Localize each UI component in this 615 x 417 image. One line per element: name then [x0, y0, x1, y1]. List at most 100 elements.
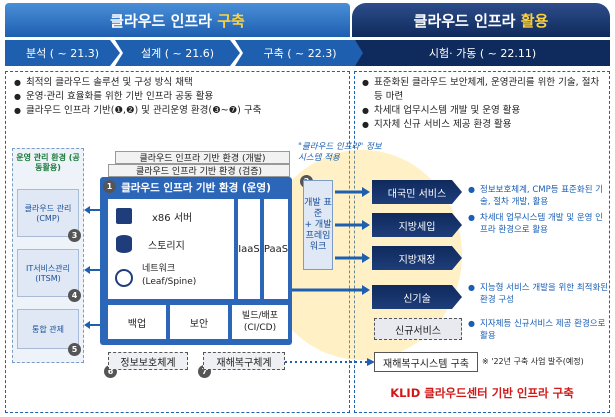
use-header-highlight: 활용 [520, 11, 549, 30]
server-row: x86 서버 [112, 205, 230, 227]
mgmt-title: 운영 관리 환경 (공동활용) [16, 153, 80, 172]
infra-dev-label: 클라우드 인프라 기반 환경 (개발) [139, 154, 266, 164]
footer-title: KLID 클라우드센터 기반 인프라 구축 [390, 386, 574, 400]
phase-test-label: 시험· 가동 ( ~ 22.11) [428, 47, 537, 60]
paas-label: PaaS [263, 243, 289, 255]
infra-ops: 1 클라우드 인프라 기반 환경 (운영) x86 서버 스토리지 네트워크 (… [100, 177, 292, 345]
service-finance: 지방재정 [372, 246, 462, 270]
dev-framework-label: 개발 표준 [304, 197, 332, 219]
security-label: 보안 [189, 318, 209, 330]
mgmt-monitoring: 통합 관제 [17, 309, 79, 349]
paas-box: PaaS [264, 199, 288, 299]
phase-build-label: 구축 ( ~ 22.3) [263, 47, 337, 60]
mgmt-cmp-label: 클라우드 관리 (CMP) [24, 204, 72, 223]
iaas-box: IaaS [238, 199, 260, 299]
dr-system-note: ※ '22년 구축 사업 발주(예정) [482, 357, 584, 366]
service-note: 차세대 업무시스템 개발 및 운영 인프라 환경으로 활용 [468, 212, 610, 236]
mgmt-panel: 운영 관리 환경 (공동활용) 클라우드 관리 (CMP) 3 IT서비스관리 … [12, 148, 84, 363]
info-system-note: "클라우드 인프라" 정보시스템 적용 [298, 142, 382, 163]
storage-label: 스토리지 [148, 241, 185, 252]
badge-3: 3 [68, 229, 81, 242]
build-bullet: 최적의 클라우드 솔루션 및 구성 방식 채택 [14, 76, 346, 90]
iaas-label: IaaS [238, 243, 260, 255]
arrowhead [367, 358, 375, 366]
network-row: 네트워크 (Leaf/Spine) [112, 261, 230, 295]
service-new-label: 신규서비스 [395, 325, 441, 337]
security-box: 보안 [170, 305, 228, 339]
service-new: 신규서비스 [374, 318, 462, 340]
dev-framework: 개발 표준 + 개발 프레임워크 [303, 180, 333, 270]
backup-label: 백업 [127, 318, 147, 330]
cicd-box: 빌드/배포 (CI/CD) [232, 305, 288, 339]
service-note: 지능형 서비스 개발을 위한 최적화된 환경 구성 [468, 282, 610, 306]
infra-test-label: 클라우드 인프라 기반 환경 (검증) [135, 167, 263, 177]
build-header-prefix: 클라우드 인프라 [110, 11, 212, 30]
service-newtech: 신기술 [372, 285, 462, 309]
network-icon [115, 269, 133, 287]
phase-analysis-label: 분석 ( ~ 21.3) [25, 47, 100, 60]
service-notes-new: 지자체등 신규서비스 제공 환경으로 활용 [468, 318, 610, 342]
arrowhead [84, 321, 90, 329]
phase-build: 구축 ( ~ 22.3) [235, 40, 365, 66]
use-bullet: 지자체 신규 서비스 제공 환경 활용 [362, 118, 606, 132]
arrowhead [362, 285, 370, 295]
service-tax: 지방세입 [372, 213, 462, 237]
phase-test: 시험· 가동 ( ~ 22.11) [355, 40, 610, 66]
service-tax-label: 지방세입 [398, 221, 436, 233]
mgmt-cmp: 클라우드 관리 (CMP) [17, 189, 79, 237]
backup-box: 백업 [108, 305, 166, 339]
use-bullet: 차세대 업무시스템 개발 및 운영 활용 [362, 104, 606, 118]
build-bullet: 운영·관리 효율화를 위한 기반 인프라 공동 활용 [14, 90, 346, 104]
storage-icon [116, 235, 132, 253]
phase-design-label: 설계 ( ~ 21.6) [140, 47, 215, 60]
service-notes: 정보보호체계, CMP등 표준화된 기술, 절차 개발, 활용 차세대 업무시스… [468, 184, 610, 236]
phase-analysis: 분석 ( ~ 21.3) [5, 40, 120, 66]
dev-framework-label2: + 개발 프레임워크 [304, 219, 332, 252]
dr-system-box: 재해복구시스템 구축 [374, 352, 478, 372]
phase-design: 설계 ( ~ 21.6) [115, 40, 240, 66]
infra-ops-title: 클라우드 인프라 기반 환경 (운영) [121, 181, 271, 194]
badge-1: 1 [103, 180, 116, 193]
info-security-label: 정보보호체계 [120, 357, 176, 369]
mgmt-itsm: IT서비스관리 (ITSM) [17, 249, 79, 297]
server-label: x86 서버 [152, 213, 193, 224]
arrowhead [362, 187, 370, 197]
dr-connector [285, 358, 375, 366]
build-bullet: 클라우드 인프라 기반(❶,❷) 및 관리운영 환경(❸~❼) 구축 [14, 104, 346, 118]
build-header: 클라우드 인프라 구축 [5, 3, 350, 37]
server-icon [116, 208, 132, 224]
use-bullet: 표준화된 클라우드 보안체계, 운영관리를 위한 기술, 절차 등 마련 [362, 76, 606, 104]
service-citizen: 대국민 서비스 [372, 180, 462, 204]
service-note: 지자체등 신규서비스 제공 환경으로 활용 [468, 318, 610, 342]
arrowhead [84, 266, 90, 274]
build-bullets: 최적의 클라우드 솔루션 및 구성 방식 채택 운영·관리 효율화를 위한 기반… [14, 76, 346, 118]
arrowhead [84, 206, 90, 214]
service-arrows [292, 187, 370, 295]
mgmt-itsm-label: IT서비스관리 (ITSM) [25, 264, 71, 283]
use-bullets: 표준화된 클라우드 보안체계, 운영관리를 위한 기술, 절차 등 마련 차세대… [362, 76, 606, 132]
service-newtech-label: 신기술 [403, 293, 431, 305]
use-header-prefix: 클라우드 인프라 [413, 11, 516, 30]
badge-5: 5 [68, 343, 81, 356]
service-note: 정보보호체계, CMP등 표준화된 기술, 절차 개발, 활용 [468, 184, 610, 208]
build-area [5, 71, 350, 413]
dr-system-label: 재해복구시스템 구축 [383, 358, 469, 370]
mgmt-monitoring-label: 통합 관제 [32, 324, 64, 334]
service-citizen-label: 대국민 서비스 [387, 188, 447, 200]
service-notes-newtech: 지능형 서비스 개발을 위한 최적화된 환경 구성 [468, 282, 610, 306]
badge-4: 4 [68, 289, 81, 302]
service-finance-label: 지방재정 [398, 254, 436, 266]
use-area [354, 71, 610, 413]
info-security-system: 정보보호체계 [108, 352, 188, 370]
infra-dev: 클라우드 인프라 기반 환경 (개발) [115, 151, 290, 164]
hardware-panel: x86 서버 스토리지 네트워크 (Leaf/Spine) [108, 199, 234, 299]
cicd-label: 빌드/배포 (CI/CD) [241, 311, 279, 333]
storage-row: 스토리지 [112, 233, 230, 255]
use-header: 클라우드 인프라 활용 [352, 3, 610, 37]
disaster-recovery-system: 재해복구체계 [203, 352, 285, 370]
network-label: 네트워크 (Leaf/Spine) [142, 264, 197, 287]
build-header-highlight: 구축 [217, 11, 245, 30]
arrowhead [362, 220, 370, 230]
arrowhead [362, 253, 370, 263]
phase-bar: 분석 ( ~ 21.3) 설계 ( ~ 21.6) 구축 ( ~ 22.3) 시… [5, 40, 610, 66]
